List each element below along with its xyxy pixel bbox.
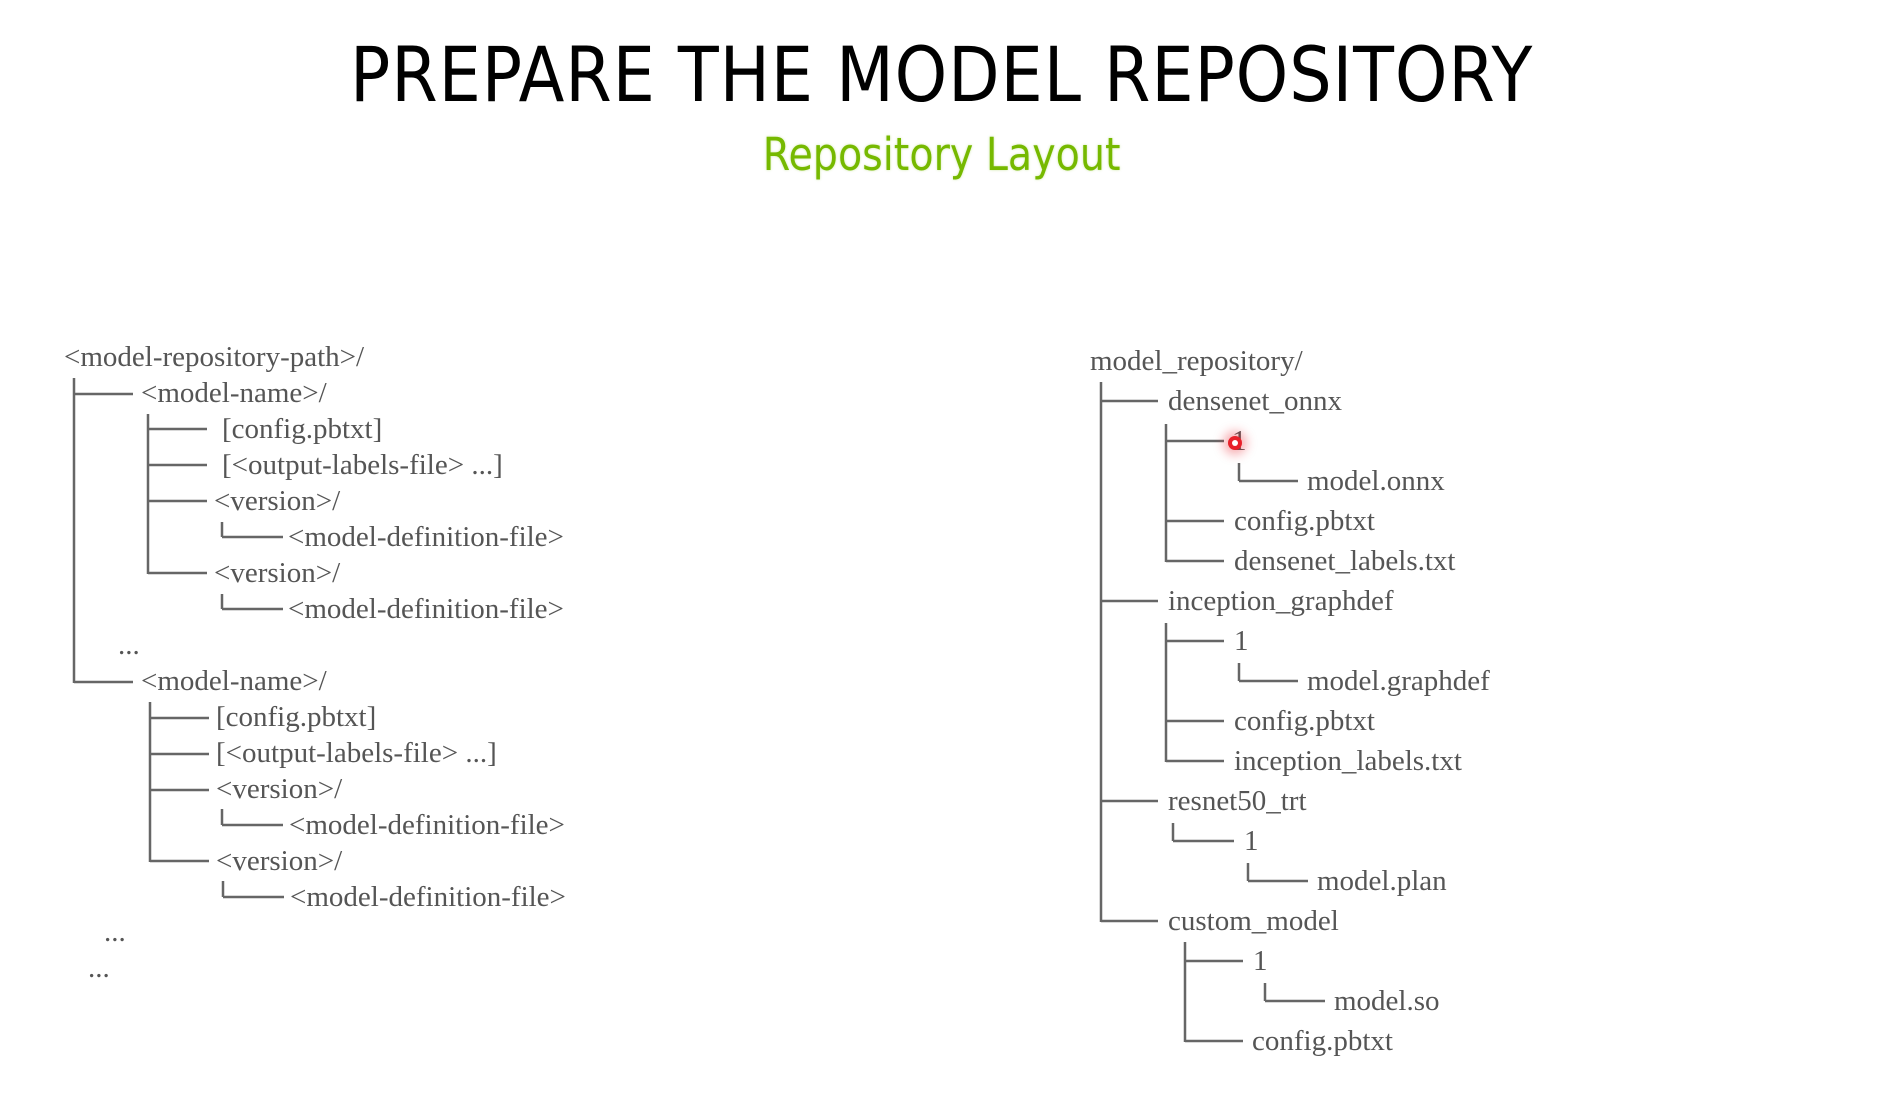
tree-node-labels: inception_labels.txt <box>1234 745 1462 777</box>
tree-node-version: <version>/ <box>214 485 341 517</box>
tree-node-version: 1 <box>1253 945 1268 977</box>
tree-node-version: <version>/ <box>216 773 343 805</box>
tree-node-version: <version>/ <box>216 845 343 877</box>
tree-node-model-file: model.graphdef <box>1307 665 1490 697</box>
tree-node-labels: [<output-labels-file> ...] <box>222 449 503 481</box>
tree-node-model-name: <model-name>/ <box>141 377 327 409</box>
slide-title: PREPARE THE MODEL REPOSITORY <box>350 30 1534 119</box>
tree-ellipsis: ... <box>88 952 110 984</box>
tree-node-custom-model: custom_model <box>1168 905 1339 937</box>
tree-node-root: model_repository/ <box>1090 345 1303 377</box>
tree-node-model-file: model.onnx <box>1307 465 1445 497</box>
pointer-cursor-icon <box>1228 436 1242 450</box>
tree-node-resnet50-trt: resnet50_trt <box>1168 785 1307 817</box>
tree-node-model-definition: <model-definition-file> <box>288 521 564 553</box>
tree-node-model-file: model.plan <box>1317 865 1447 897</box>
tree-node-config: [config.pbtxt] <box>216 701 377 733</box>
tree-ellipsis: ... <box>104 916 126 948</box>
tree-node-inception-graphdef: inception_graphdef <box>1168 585 1394 617</box>
tree-node-config: config.pbtxt <box>1252 1025 1393 1057</box>
slide-subtitle: Repository Layout <box>762 128 1121 181</box>
tree-node-model-name: <model-name>/ <box>141 665 327 697</box>
tree-node-version: 1 <box>1234 625 1249 657</box>
tree-node-config: [config.pbtxt] <box>222 413 383 445</box>
tree-node-model-definition: <model-definition-file> <box>288 593 564 625</box>
tree-node-version: <version>/ <box>214 557 341 589</box>
tree-node-version: 1 <box>1244 825 1259 857</box>
tree-node-root: <model-repository-path>/ <box>64 341 365 373</box>
tree-node-labels: [<output-labels-file> ...] <box>216 737 497 769</box>
tree-node-model-definition: <model-definition-file> <box>290 881 566 913</box>
tree-node-labels: densenet_labels.txt <box>1234 545 1456 577</box>
tree-node-model-definition: <model-definition-file> <box>289 809 565 841</box>
tree-node-model-file: model.so <box>1334 985 1440 1017</box>
tree-ellipsis: ... <box>118 629 140 661</box>
tree-node-densenet-onnx: densenet_onnx <box>1168 385 1342 417</box>
tree-node-config: config.pbtxt <box>1234 705 1375 737</box>
tree-node-config: config.pbtxt <box>1234 505 1375 537</box>
